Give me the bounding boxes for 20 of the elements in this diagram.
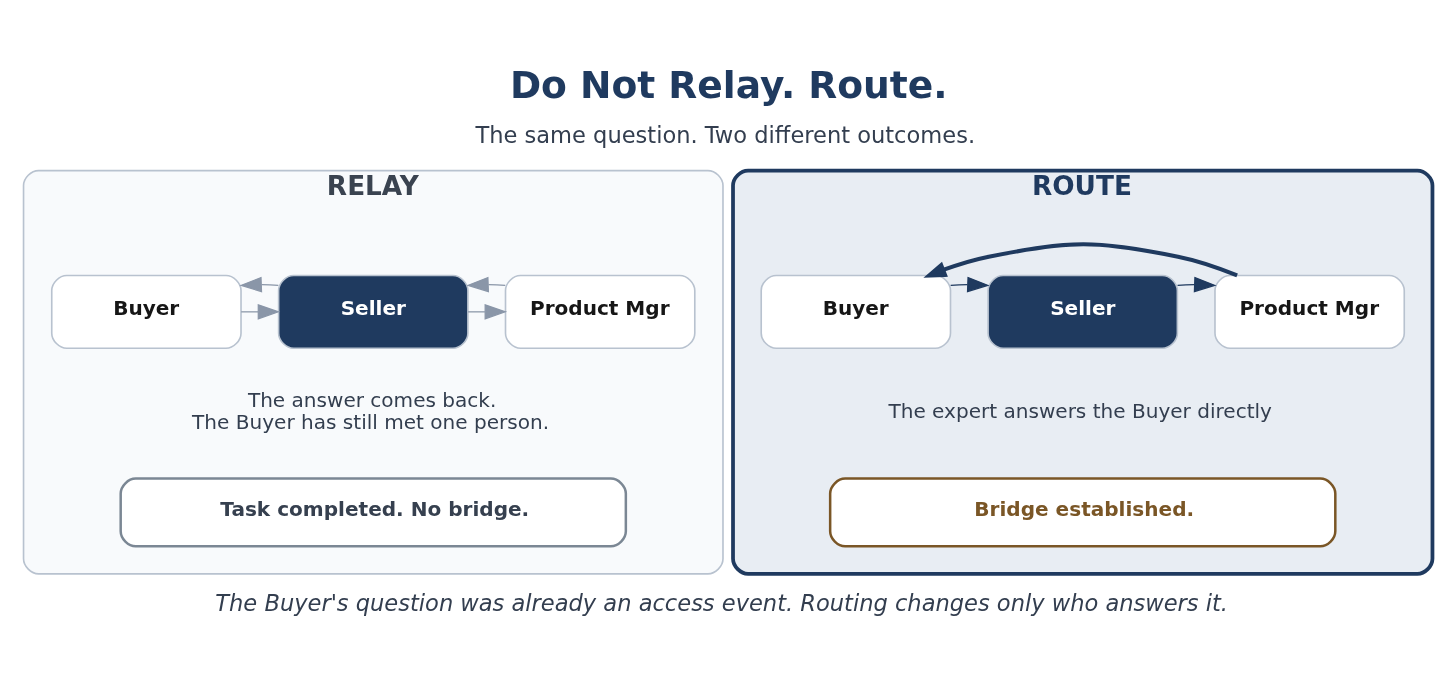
node-box: Product Mgr — [504, 274, 696, 349]
caption: The Buyer's question was already an access event. Routing changes only who answers it. — [215, 589, 1229, 616]
diagram-title: Do Not Relay. Route. — [509, 62, 948, 107]
node-box: Seller — [987, 274, 1179, 349]
arrow — [950, 276, 990, 292]
label: The expert answers the Buyer directly — [888, 398, 1272, 423]
label: The answer comes back. The Buyer has still met one person. — [192, 387, 550, 434]
arrow — [239, 276, 279, 292]
node-box: Buyer — [760, 274, 952, 349]
arrow — [466, 276, 506, 292]
node-box: Product Mgr — [1214, 274, 1406, 349]
arrow — [923, 241, 1238, 278]
arrow — [1176, 276, 1217, 292]
node-box: Task completed. No bridge. — [119, 476, 628, 547]
arrow — [240, 303, 281, 320]
label: The same question. Two different outcomes. — [475, 121, 976, 148]
node-box: Buyer — [50, 274, 242, 349]
node-box: Bridge established. — [828, 476, 1337, 547]
node-box: Seller — [277, 274, 469, 349]
arrow — [467, 303, 508, 320]
